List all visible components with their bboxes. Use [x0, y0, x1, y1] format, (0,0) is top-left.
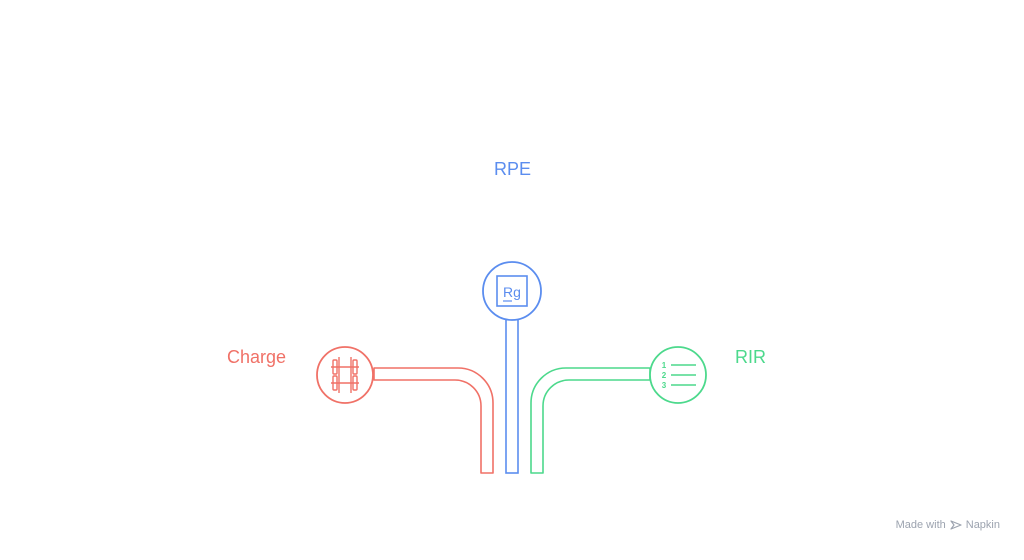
barbell-plates-icon — [331, 357, 359, 393]
watermark-brand: Napkin — [965, 519, 1000, 531]
rir-label: RIR — [735, 347, 766, 367]
charge-node — [316, 346, 374, 404]
napkin-logo-icon — [950, 520, 962, 530]
list-number-2: 2 — [662, 371, 667, 380]
rir-node: 1 2 3 — [649, 346, 707, 404]
rpe-connector — [505, 318, 519, 474]
watermark[interactable]: Made with Napkin — [896, 519, 1000, 531]
charge-connector — [373, 367, 494, 474]
charge-label: Charge — [227, 347, 287, 367]
list-number-3: 3 — [662, 381, 667, 390]
numbered-list-icon: 1 2 3 — [662, 361, 696, 390]
rpe-node: Rg — [482, 261, 542, 321]
rir-connector — [530, 367, 651, 474]
watermark-prefix: Made with — [895, 519, 946, 531]
list-number-1: 1 — [662, 361, 667, 370]
rpe-label: RPE — [494, 159, 532, 179]
rg-icon-text: Rg — [503, 284, 521, 300]
rg-square-icon: Rg — [496, 275, 528, 307]
